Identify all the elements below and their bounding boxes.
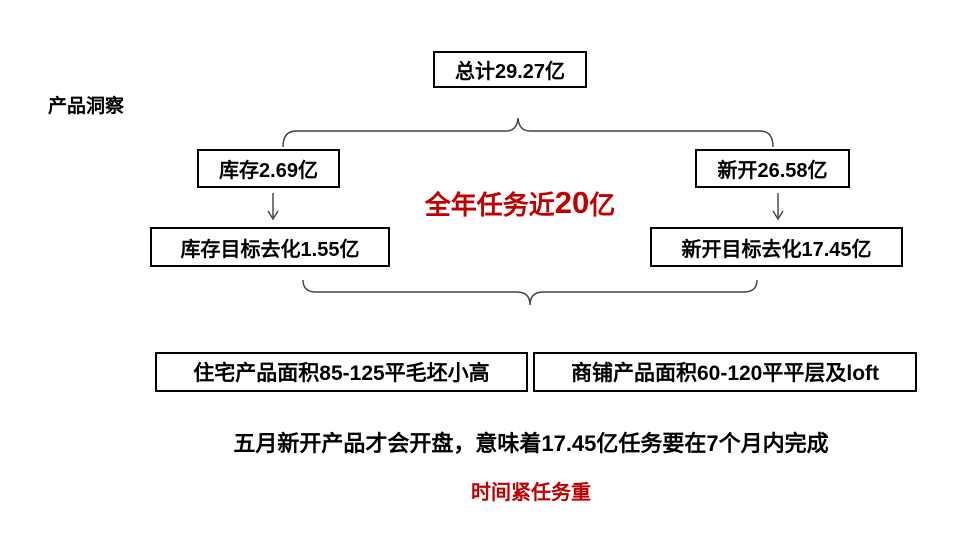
right-down-arrow-icon: [772, 193, 784, 221]
inventory-amount-label: 库存2.69亿: [219, 160, 318, 182]
new-open-target-box: 新开目标去化17.45亿: [650, 227, 903, 267]
inventory-amount-box: 库存2.69亿: [197, 149, 340, 188]
upper-brace: [282, 117, 774, 148]
new-open-target-label: 新开目标去化17.45亿: [681, 238, 872, 261]
annual-task-prefix: 全年任务近: [424, 189, 555, 220]
annual-task-suffix: 亿: [589, 189, 616, 220]
inventory-target-box: 库存目标去化1.55亿: [150, 227, 390, 267]
residential-product-label: 住宅产品面积85-125平毛坯小高: [193, 362, 490, 385]
lower-brace: [302, 279, 758, 306]
shop-product-label: 商铺产品面积60-120平平层及loft: [570, 362, 880, 385]
footer-note: 五月新开产品才会开盘，意味着17.45亿任务要在7个月内完成: [233, 431, 829, 456]
new-open-amount-label: 新开26.58亿: [717, 160, 828, 182]
footer-emphasis: 时间紧任务重: [471, 482, 591, 504]
section-title: 产品洞察: [48, 96, 125, 117]
annual-task-number: 20: [554, 185, 590, 220]
inventory-target-label: 库存目标去化1.55亿: [180, 238, 360, 261]
shop-product-box: 商铺产品面积60-120平平层及loft: [533, 352, 917, 392]
total-amount-box: 总计29.27亿: [433, 51, 587, 88]
residential-product-box: 住宅产品面积85-125平毛坯小高: [155, 352, 528, 392]
left-down-arrow-icon: [267, 193, 279, 221]
new-open-amount-box: 新开26.58亿: [695, 149, 850, 188]
total-amount-label: 总计29.27亿: [454, 61, 566, 83]
